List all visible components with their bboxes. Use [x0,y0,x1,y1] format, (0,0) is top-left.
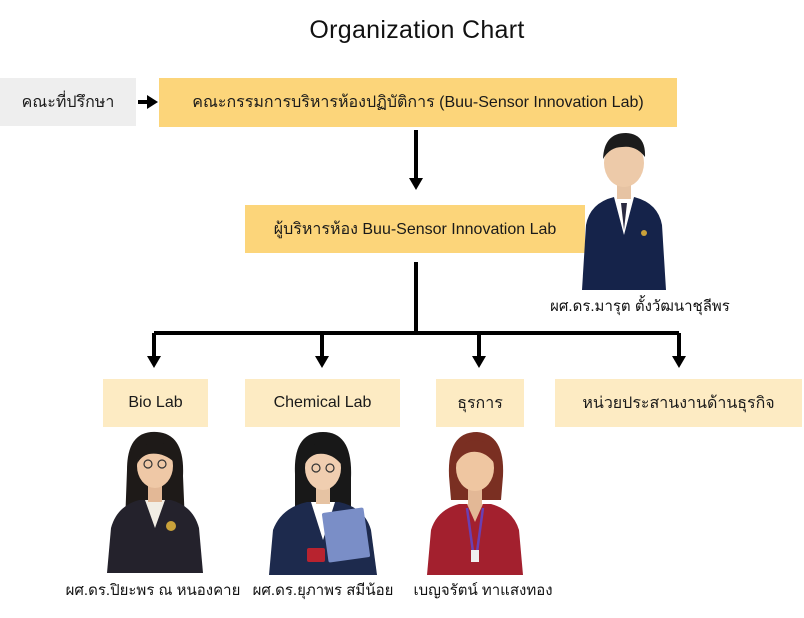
chemical-lab-person-photo [269,432,377,575]
admin-person-name: เบญจรัตน์ ทาแสงทอง [413,582,553,599]
unit-box-business: หน่วยประสานงานด้านธุรกิจ [555,379,802,427]
unit-label-business: หน่วยประสานงานด้านธุรกิจ [582,394,775,412]
unit-box-chemical-lab: Chemical Lab [245,379,400,427]
drop-admin-head [472,356,486,368]
director-label: ผู้บริหารห้อง Buu-Sensor Innovation Lab [273,220,557,238]
drop-business-head [672,356,686,368]
drop-chemical-lab-head [315,356,329,368]
advisor-box: คณะที่ปรึกษา [0,78,136,126]
unit-label-bio-lab: Bio Lab [128,394,183,411]
advisor-arrow-head [147,95,158,109]
chart-title: Organization Chart [309,16,525,44]
director-photo [582,133,666,290]
unit-label-admin: ธุรการ [457,394,503,412]
bio-lab-person-name: ผศ.ดร.ปิยะพร ณ หนองคาย [65,582,241,599]
chemical-lab-person-name: ผศ.ดร.ยุภาพร สมีน้อย [252,582,394,599]
committee-label: คณะกรรมการบริหารห้องปฏิบัติการ (Buu-Sens… [192,94,644,111]
director-person-name: ผศ.ดร.มารุต ตั้งวัฒนาชุลีพร [550,298,730,315]
drop-bio-lab-head [147,356,161,368]
bio-lab-person-photo [107,431,203,573]
committee-arrow-head [409,178,423,190]
advisor-label: คณะที่ปรึกษา [21,93,115,111]
unit-box-admin: ธุรการ [436,379,524,427]
unit-label-chemical-lab: Chemical Lab [273,394,372,411]
unit-box-bio-lab: Bio Lab [103,379,208,427]
committee-box: คณะกรรมการบริหารห้องปฏิบัติการ (Buu-Sens… [159,78,677,127]
director-box: ผู้บริหารห้อง Buu-Sensor Innovation Lab [245,205,585,253]
admin-person-photo [427,432,523,575]
